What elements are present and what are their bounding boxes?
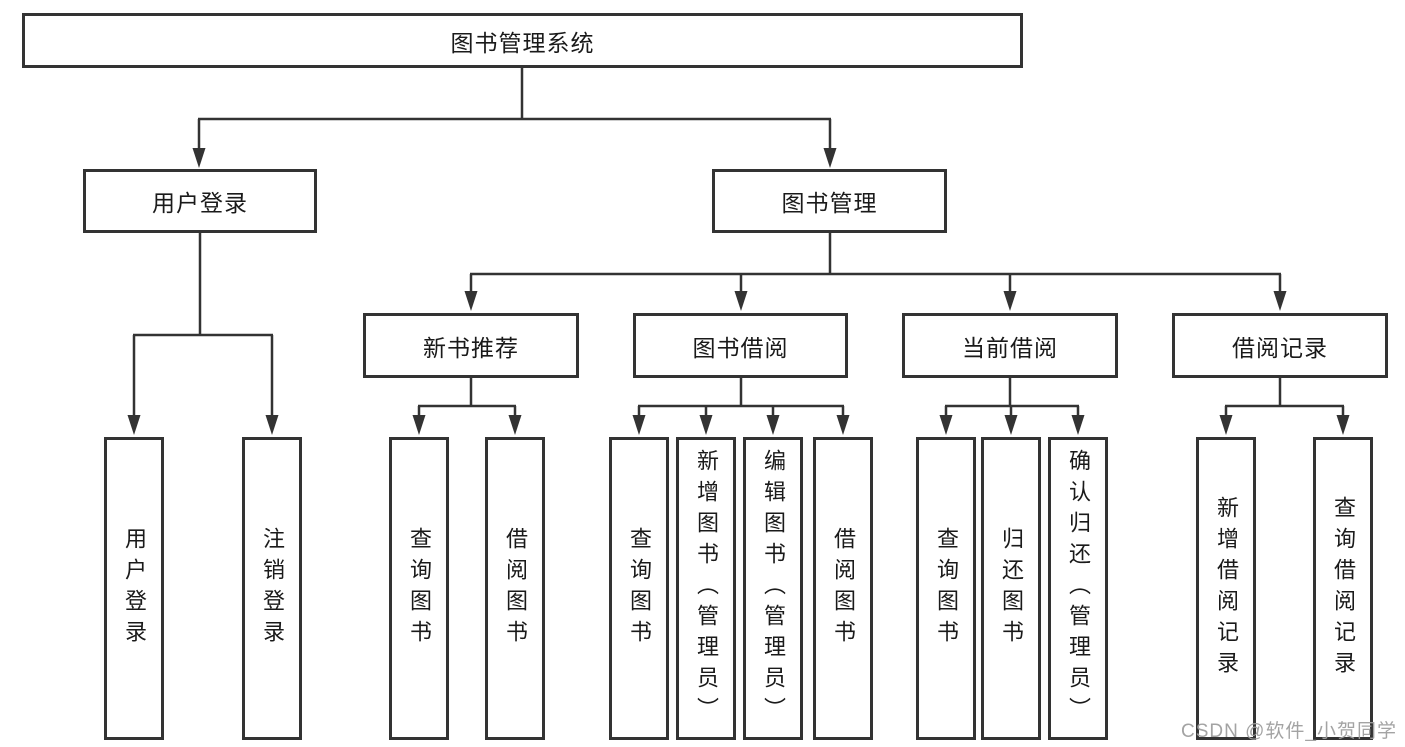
node-label: 图书管理系统 <box>450 29 595 56</box>
arrowhead-icon <box>632 415 646 435</box>
leaf-borrow-books: 借阅图书 <box>813 437 873 740</box>
arrowhead-icon <box>508 415 522 435</box>
node-borrowing-records: 借阅记录 <box>1172 313 1388 378</box>
arrowhead-icon <box>1219 415 1233 435</box>
leaf-query-books: 查询图书 <box>389 437 449 740</box>
arrowhead-icon <box>836 415 850 435</box>
node-label: 归还图书 <box>999 526 1024 651</box>
leaf-add-borrow-record: 新增借阅记录 <box>1196 437 1256 740</box>
connector-root-to-level2 <box>192 66 837 168</box>
node-label: 查询图书 <box>627 526 652 651</box>
arrowhead-icon <box>766 415 780 435</box>
node-book-management: 图书管理 <box>712 169 947 233</box>
node-label: 确认归还（管理员） <box>1066 449 1091 728</box>
node-label: 用户登录 <box>152 190 248 216</box>
arrowhead-icon <box>1336 415 1350 435</box>
node-label: 当前借阅 <box>962 334 1058 361</box>
leaf-query-books: 查询图书 <box>916 437 976 740</box>
arrowhead-icon <box>1004 415 1018 435</box>
node-label: 用户登录 <box>122 526 147 651</box>
arrowhead-icon <box>1071 415 1085 435</box>
leaf-edit-books-admin: 编辑图书（管理员） <box>743 437 803 740</box>
node-label: 借阅图书 <box>831 526 856 651</box>
leaf-add-books-admin: 新增图书（管理员） <box>676 437 736 740</box>
node-current-borrowing: 当前借阅 <box>902 313 1118 378</box>
connector-current-borrow-to-leaves <box>939 376 1085 435</box>
node-label: 新增图书（管理员） <box>694 449 719 728</box>
arrowhead-icon <box>823 148 837 168</box>
arrowhead-icon <box>127 415 141 435</box>
arrowhead-icon <box>1273 291 1287 311</box>
connector-book-borrow-to-leaves <box>632 376 850 435</box>
leaf-query-books: 查询图书 <box>609 437 669 740</box>
connector-new-books-to-leaves <box>412 376 522 435</box>
connector-user-login-to-leaves <box>127 231 279 435</box>
leaf-return-books: 归还图书 <box>981 437 1041 740</box>
node-new-book-recommend: 新书推荐 <box>363 313 579 378</box>
arrowhead-icon <box>412 415 426 435</box>
node-label: 图书管理 <box>781 190 878 216</box>
connector-book-mgmt-to-level3 <box>464 230 1287 311</box>
leaf-borrow-books: 借阅图书 <box>485 437 545 740</box>
arrowhead-icon <box>699 415 713 435</box>
node-label: 新增借阅记录 <box>1214 495 1239 682</box>
leaf-user-login: 用户登录 <box>104 437 164 740</box>
leaf-confirm-return-admin: 确认归还（管理员） <box>1048 437 1108 740</box>
arrowhead-icon <box>265 415 279 435</box>
arrowhead-icon <box>464 291 478 311</box>
arrowhead-icon <box>192 148 206 168</box>
arrowhead-icon <box>734 291 748 311</box>
node-label: 新书推荐 <box>423 334 519 361</box>
node-library-system: 图书管理系统 <box>22 13 1023 68</box>
leaf-query-borrow-record: 查询借阅记录 <box>1313 437 1373 740</box>
connector-borrow-records-to-leaves <box>1219 376 1350 435</box>
node-label: 查询图书 <box>934 526 959 651</box>
node-label: 图书借阅 <box>692 334 789 361</box>
node-label: 注销登录 <box>260 526 285 651</box>
arrowhead-icon <box>1003 291 1017 311</box>
arrowhead-icon <box>939 415 953 435</box>
node-label: 查询借阅记录 <box>1331 495 1356 682</box>
node-book-borrowing: 图书借阅 <box>633 313 848 378</box>
leaf-logout: 注销登录 <box>242 437 302 740</box>
node-label: 编辑图书（管理员） <box>761 449 786 728</box>
node-label: 借阅图书 <box>503 526 528 651</box>
watermark: CSDN @软件_小贺同学 <box>1181 721 1397 742</box>
node-label: 查询图书 <box>407 526 432 651</box>
node-label: 借阅记录 <box>1232 334 1328 361</box>
node-user-login: 用户登录 <box>83 169 317 233</box>
